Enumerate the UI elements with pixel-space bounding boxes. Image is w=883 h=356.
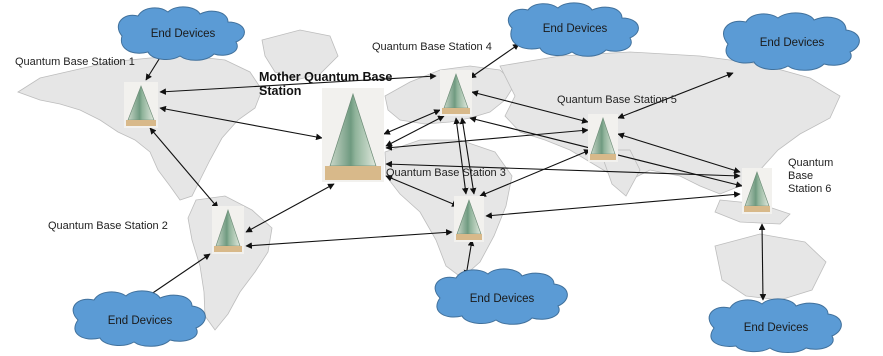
link-cloud6-s6 [758,223,767,301]
link-s1-s2 [149,127,219,209]
station-s5[interactable] [588,114,618,162]
cloud-shape-4 [507,2,639,57]
end-devices-cloud-1: End Devices [118,8,248,60]
station-label-1: Quantum Base Station 1 [15,56,135,68]
cloud-shape-5 [723,12,860,71]
link-s2-s3 [245,229,453,249]
link-s3-s6 [485,191,741,219]
station-s6[interactable] [742,168,772,214]
station-s1[interactable] [124,82,158,128]
cloud-shape-3 [434,268,568,325]
end-devices-label-3: End Devices [469,293,535,305]
link-s5-s3 [479,149,591,197]
station-label-6: Quantum Base Station 6 [788,157,834,195]
station-label-5: Quantum Base Station 5 [557,94,677,106]
end-devices-cloud-6: End Devices [708,302,844,354]
end-devices-cloud-5: End Devices [722,16,862,70]
station-mother[interactable] [322,88,384,182]
link-s1-mother [159,105,323,141]
continent-australia [714,233,827,301]
link-s1-s4 [159,73,437,95]
end-devices-label-2: End Devices [107,315,173,327]
station-s2[interactable] [212,206,244,254]
station-s3[interactable] [454,196,484,242]
end-devices-label-4: End Devices [542,23,608,35]
cloud-shapes [72,2,860,353]
end-devices-label-6: End Devices [743,322,809,334]
link-s5-s6 [617,132,741,174]
station-label-4: Quantum Base Station 4 [372,41,492,53]
station-s4[interactable] [440,70,472,116]
cloud-shape-1 [117,6,245,61]
link-cloud4-s4 [469,43,520,79]
link-cloud5-s5 [617,72,734,119]
cloud-shape-2 [72,290,206,347]
cloud-shape-6 [708,298,842,353]
end-devices-cloud-4: End Devices [508,2,642,56]
end-devices-label-5: End Devices [759,37,825,49]
link-mother-s2 [245,183,335,233]
link-mother-s3 [385,175,459,207]
station-label-mother: Mother Quantum Base Station [259,70,393,98]
station-label-3: Quantum Base Station 3 [386,167,506,179]
end-devices-label-1: End Devices [150,28,216,40]
end-devices-cloud-3: End Devices [434,272,570,326]
link-cloud3-s3 [463,239,475,277]
end-devices-cloud-2: End Devices [72,294,208,348]
links [137,43,767,304]
station-label-2: Quantum Base Station 2 [48,220,168,232]
continent-africa [384,139,513,279]
